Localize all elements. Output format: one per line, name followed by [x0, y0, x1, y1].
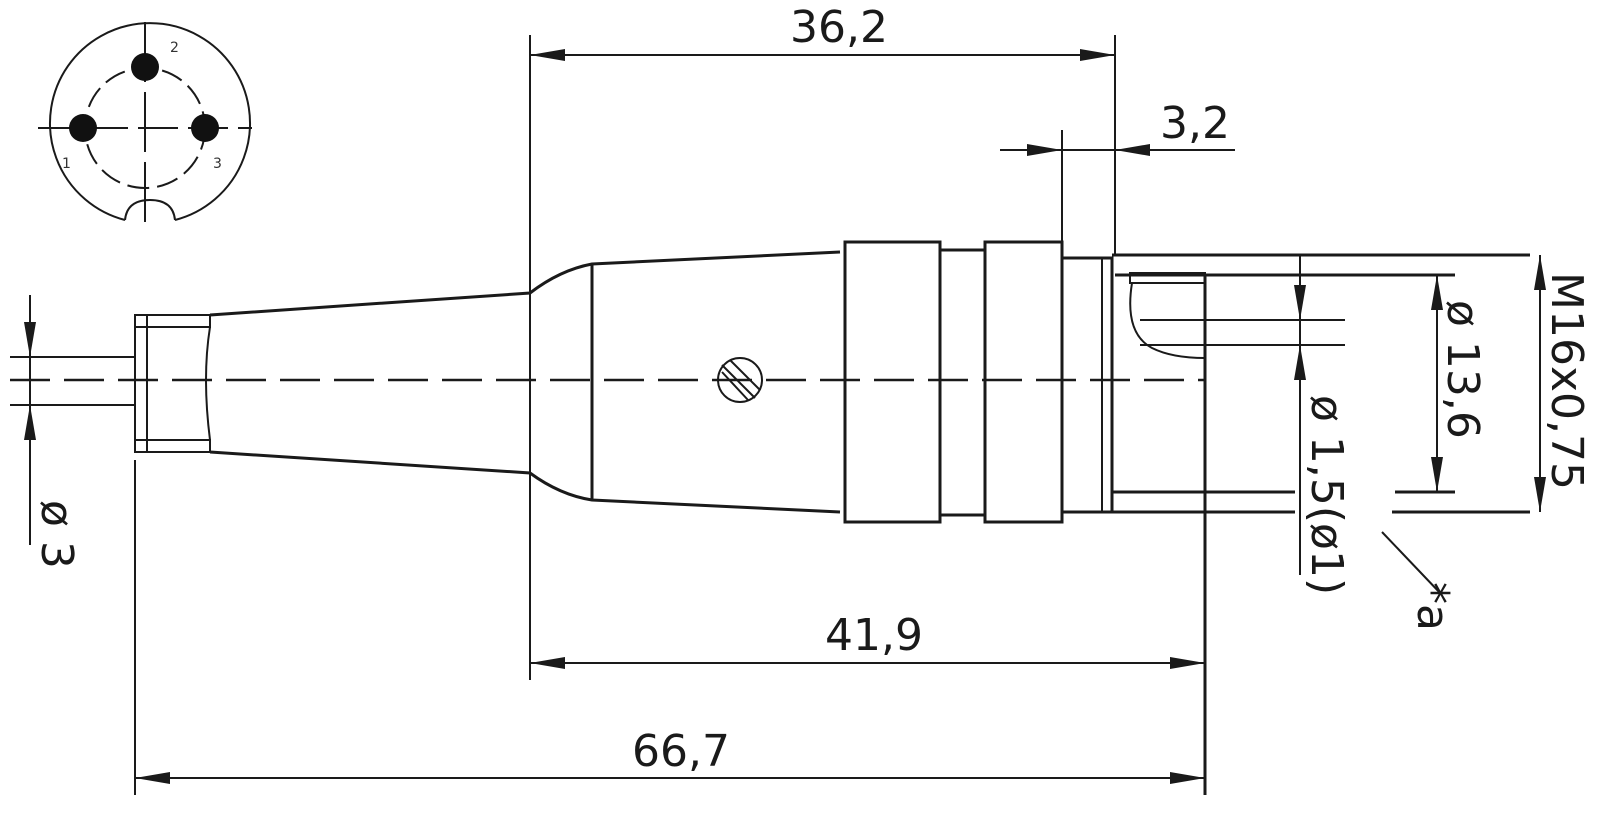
pin-3 — [191, 114, 219, 142]
dim-thread: M16x0,75 — [1541, 272, 1592, 490]
pin-1-label: 1 — [62, 156, 71, 172]
dim-pin-diameter: ø 1,5(ø1) — [1301, 395, 1352, 595]
dim-thread-length: 3,2 — [1160, 98, 1230, 149]
note-label: *a — [1407, 582, 1458, 631]
pin-2 — [131, 53, 159, 81]
pin-2-label: 2 — [170, 40, 179, 56]
dim-length-mid: 41,9 — [825, 610, 923, 661]
crossed-circle-symbol — [717, 357, 763, 403]
connector-body — [10, 240, 1530, 795]
pinout-view: 2 1 3 — [38, 22, 252, 232]
dimension-lines — [10, 35, 1546, 795]
pin-3-label: 3 — [213, 156, 222, 172]
pin-1 — [69, 114, 97, 142]
dim-length-total: 66,7 — [632, 726, 730, 777]
dim-cable-diameter: ø 3 — [31, 500, 82, 569]
dim-inner-diameter: ø 13,6 — [1437, 300, 1488, 439]
dim-length-front: 36,2 — [790, 2, 888, 53]
